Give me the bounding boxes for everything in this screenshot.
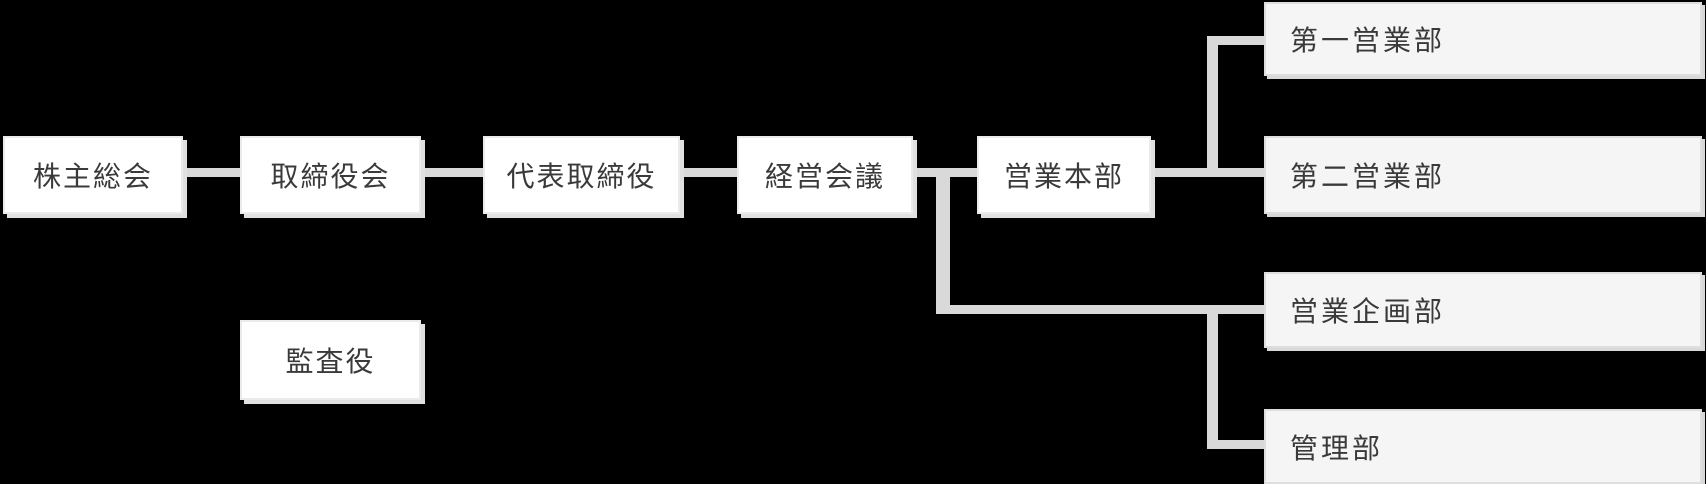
connector-elbow-sales-dept-1 bbox=[1207, 36, 1266, 45]
node-shareholders-meeting: 株主総会 bbox=[3, 136, 183, 214]
node-label: 管理部 bbox=[1290, 431, 1384, 465]
node-label: 営業企画部 bbox=[1290, 295, 1446, 328]
node-label: 監査役 bbox=[285, 345, 376, 378]
node-auditor: 監査役 bbox=[240, 320, 421, 400]
node-label: 取締役会 bbox=[270, 160, 391, 193]
node-label: 第一営業部 bbox=[1290, 24, 1446, 57]
connector-board-representative bbox=[419, 168, 485, 177]
node-sales-headquarters: 営業本部 bbox=[977, 136, 1151, 214]
node-board-of-directors: 取締役会 bbox=[240, 136, 421, 214]
node-label: 株主総会 bbox=[32, 160, 153, 193]
node-label: 第二営業部 bbox=[1290, 160, 1446, 193]
node-label: 経営会議 bbox=[764, 160, 885, 193]
connector-elbow-admin bbox=[1207, 440, 1266, 449]
connector-branch-vertical bbox=[936, 168, 950, 314]
node-management-meeting: 経営会議 bbox=[737, 136, 913, 214]
connector-shareholders-board bbox=[180, 168, 242, 177]
node-admin-dept: 管理部 bbox=[1264, 409, 1702, 484]
node-sales-dept-1: 第一営業部 bbox=[1264, 2, 1702, 76]
node-representative-director: 代表取締役 bbox=[483, 136, 680, 214]
connector-down-vertical-admin bbox=[1207, 305, 1218, 449]
connector-up-vertical-sales-dept-1 bbox=[1207, 36, 1218, 177]
node-label: 代表取締役 bbox=[506, 160, 657, 193]
connector-representative-management bbox=[678, 168, 739, 177]
node-sales-planning-dept: 営業企画部 bbox=[1264, 272, 1702, 348]
connector-to-sales-planning bbox=[936, 305, 1266, 314]
node-label: 営業本部 bbox=[1003, 160, 1124, 193]
node-sales-dept-2: 第二営業部 bbox=[1264, 136, 1702, 214]
